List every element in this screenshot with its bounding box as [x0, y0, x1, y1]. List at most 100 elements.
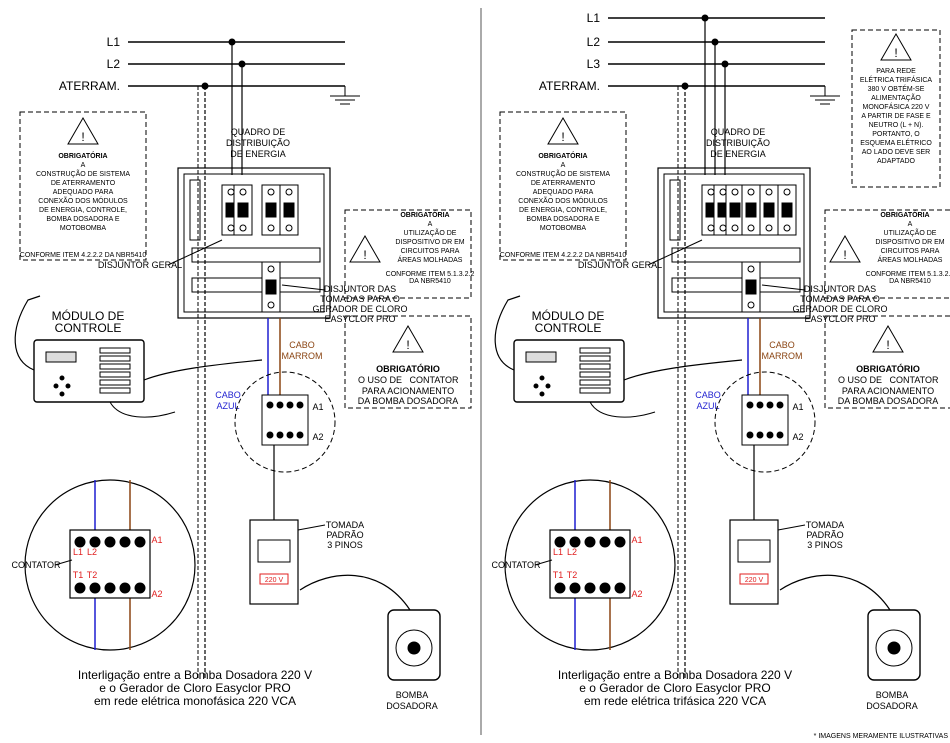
- breaker-toggle: [745, 202, 757, 218]
- caption: e o Gerador de Cloro Easyclor PRO: [579, 681, 770, 695]
- breaker-toggle: [729, 202, 741, 218]
- control-cable: [623, 359, 743, 381]
- leader-line: [297, 524, 326, 531]
- outlet-socket: [737, 539, 771, 563]
- contactor-detail-circle: [24, 479, 196, 651]
- control-module-slot: [579, 387, 611, 394]
- breaker-screw: [747, 265, 755, 273]
- contactor-warning-text: CONTATOR: [410, 375, 459, 385]
- contactor-detail-terminal: [599, 536, 611, 548]
- contactor-warning-bold: OBRIGATÓRIO: [856, 363, 920, 374]
- outlet-label: TOMADA: [326, 520, 364, 530]
- control-module-slot: [99, 363, 131, 370]
- contactor-terminal: [286, 431, 294, 439]
- earthing-warning-bold: OBRIGATÓRIA: [538, 151, 587, 160]
- dr-device: [261, 184, 281, 236]
- dr-warning-text: CIRCUITOS PARA: [401, 248, 460, 255]
- outlet-breaker-label: DISJUNTOR DAS: [324, 284, 396, 294]
- contactor-zoom-circle: [234, 371, 336, 473]
- contactor-detail-terminal: [134, 582, 146, 594]
- leader-line: [534, 559, 553, 566]
- control-module-slot: [579, 371, 611, 378]
- cable-blue-label: CABO: [695, 390, 721, 400]
- contactor-detail-terminal: [134, 536, 146, 548]
- cable-brown-label: MARROM: [282, 351, 323, 361]
- breaker-toggle: [265, 279, 277, 295]
- control-module-title: CONTROLE: [55, 321, 122, 335]
- contactor-warning-text: O USO DE: [358, 375, 402, 385]
- control-module-key: [53, 383, 59, 389]
- contactor-warning-bold: OBRIGATÓRIO: [376, 363, 440, 374]
- control-module-title: MÓDULO DE: [52, 308, 125, 323]
- outlet-breaker-label: TOMADAS PARA O: [800, 294, 880, 304]
- outlet-breaker: [261, 261, 281, 313]
- earthing-warning-text: MOTOBOMBA: [540, 225, 586, 232]
- sensor-cable: [109, 401, 176, 418]
- earthing-warning-text: ADEQUADO PARA: [53, 189, 114, 196]
- breaker-screw: [285, 188, 293, 196]
- pump-cord: [779, 574, 891, 611]
- contactor-terminal: [756, 401, 764, 409]
- three-phase-note-text: 380 V OBTÉM-SE: [868, 84, 925, 93]
- dr-warning-text: UTILIZAÇÃO DE: [404, 228, 457, 237]
- voltage-tag: [739, 573, 769, 585]
- contactor-terminal: [266, 401, 274, 409]
- contactor-label: CONTATOR: [492, 560, 541, 570]
- line-label: L3: [587, 57, 601, 71]
- cable-blue-label: AZUL: [696, 401, 719, 411]
- contactor-warning-box: [824, 315, 950, 409]
- cable-blue-label: AZUL: [216, 401, 239, 411]
- contactor-detail-terminal: [569, 582, 581, 594]
- exclamation-glyph: !: [886, 338, 889, 352]
- voltage-tag: [259, 573, 289, 585]
- panel-inner: [183, 173, 325, 313]
- a1-label: A1: [792, 402, 803, 412]
- contactor-detail-terminal: [89, 582, 101, 594]
- exclamation-glyph: !: [843, 248, 846, 262]
- breaker-screw: [239, 188, 247, 196]
- warning-icon: [880, 32, 912, 61]
- terminal-label: T2: [567, 570, 578, 580]
- breaker-screw: [747, 301, 755, 309]
- contactor-detail-terminal: [74, 582, 86, 594]
- breaker-screw: [267, 301, 275, 309]
- line-label: L1: [587, 11, 601, 25]
- earthing-warning-text: A: [81, 162, 86, 169]
- breaker-toggle: [265, 202, 277, 218]
- power-cord: [494, 295, 521, 371]
- pump-label: DOSADORA: [386, 701, 438, 711]
- a1-label: A1: [312, 402, 323, 412]
- contactor-detail-terminal: [89, 536, 101, 548]
- contactor-warning-text: CONTATOR: [890, 375, 939, 385]
- breaker-screw: [783, 224, 791, 232]
- ground-label: ATERRAM.: [539, 79, 600, 93]
- contactor-detail-terminal: [614, 582, 626, 594]
- earthing-warning-text: CONSTRUÇÃO DE SISTEMA: [516, 169, 610, 178]
- outlet-label: PADRÃO: [326, 530, 363, 540]
- breaker-screw: [747, 224, 755, 232]
- earthing-warning-text: DE ENERGIA, CONTROLE,: [39, 207, 127, 214]
- breaker-screw: [731, 188, 739, 196]
- earthing-warning-text: DE ENERGIA, CONTROLE,: [519, 207, 607, 214]
- dr-warning-text: DISPOSITIVO DR EM: [875, 239, 944, 246]
- breaker-screw: [747, 188, 755, 196]
- contactor-detail-terminal: [119, 582, 131, 594]
- contactor-detail-terminal: [554, 582, 566, 594]
- control-module-key: [539, 375, 545, 381]
- outlet-breaker: [741, 261, 761, 313]
- pump-hub: [407, 641, 421, 655]
- line-label: L2: [107, 57, 121, 71]
- control-module-slot: [99, 379, 131, 386]
- breaker-screw: [765, 188, 773, 196]
- three-phase-note-text: AO LADO DEVE SER: [862, 149, 930, 156]
- contactor-terminal: [296, 431, 304, 439]
- earthing-warning-text: CONSTRUÇÃO DE SISTEMA: [36, 169, 130, 178]
- a1-label: A1: [631, 535, 642, 545]
- a1-label: A1: [151, 535, 162, 545]
- contactor-terminal: [746, 401, 754, 409]
- dr-device: [741, 184, 761, 236]
- leader-line: [54, 559, 73, 566]
- three-phase-note-text: A PARTIR DE FASE E: [861, 113, 931, 120]
- dr-device: [777, 184, 797, 236]
